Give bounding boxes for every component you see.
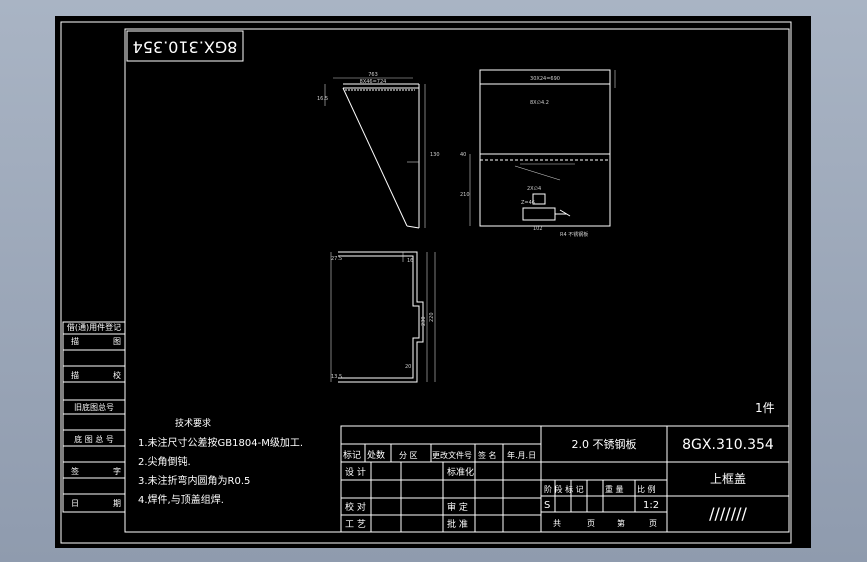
title-block: 标记 处数 分 区 更改文件号 签 名 年.月.日 设 计 标准化 校 对 审 …: [340, 425, 790, 533]
dim-side-note: R4 不锈钢板: [560, 231, 588, 238]
tb-sheets-unit: 页: [587, 519, 595, 528]
tb-part-name: 上框盖: [710, 472, 746, 486]
stamp-r6a: 签: [71, 466, 79, 476]
tb-h1: 标记: [343, 449, 361, 461]
tech-item-2: 2.尖角倒钝.: [138, 455, 191, 468]
dim-front-top: 8X46=724: [360, 79, 387, 85]
tb-scale: 1:2: [643, 500, 659, 511]
tb-stage: 阶 段 标 记: [544, 484, 584, 494]
dim-bottom-a: 16: [407, 258, 413, 264]
dim-detail-b: Z=46: [521, 200, 535, 206]
dim-bottom-c: 220: [429, 312, 435, 322]
tb-weight: 重 量: [605, 484, 624, 494]
tb-company: ///////: [709, 504, 747, 523]
dim-mid-h: 130: [430, 152, 440, 158]
outer-frame: [60, 21, 792, 544]
dim-side-h2: 210: [460, 192, 470, 198]
tech-requirements: 技术要求 1.未注尺寸公差按GB1804-M级加工. 2.尖角倒钝. 3.未注折…: [138, 417, 303, 506]
dim-bottom-b: 230: [421, 316, 427, 326]
dim-side-hole: 8X∅4.2: [530, 100, 549, 106]
stamp-r3b: 校: [113, 370, 121, 380]
tb-material: 2.0 不锈钢板: [572, 437, 637, 451]
bottom-view: 16 230 220 20 13.5 27.5: [330, 251, 436, 383]
stamp-r3a: 描: [71, 370, 79, 380]
tb-standard: 标准化: [447, 466, 474, 478]
tech-item-4: 4.焊件,与顶盖组焊.: [138, 493, 224, 506]
cad-drawing: 8GX.310.354 借(通)用件登记 描 图 描 校 旧底图总号 底 图 总…: [60, 21, 792, 544]
tb-sheets-total: 共: [553, 519, 561, 528]
dim-bottom-d: 20: [405, 364, 411, 370]
stamp-r7b: 期: [113, 499, 121, 508]
rotated-number-box: [126, 30, 244, 62]
tb-approve: 批 准: [447, 518, 468, 530]
dim-side-top: 30X24=690: [530, 76, 560, 82]
side-view: 30X24=690 8X∅4.2 40 210 2X∅4 Z=46 102 R4…: [460, 69, 616, 238]
stamp-r2a: 描: [71, 336, 79, 346]
tb-scale-label: 比 例: [637, 484, 656, 494]
stamp-r4: 旧底图总号: [74, 402, 114, 412]
tb-drawing-number: 8GX.310.354: [682, 437, 774, 453]
dim-left-h: 16.5: [317, 96, 328, 102]
tb-sheet-no: 第: [617, 518, 625, 528]
tb-check: 校 对: [345, 501, 366, 513]
dim-detail-a: 2X∅4: [527, 186, 541, 192]
stamp-r6b: 字: [113, 466, 121, 476]
tech-item-1: 1.未注尺寸公差按GB1804-M级加工.: [138, 436, 303, 449]
dim-bottom-e: 13.5: [331, 374, 342, 380]
quantity: 1件: [755, 401, 775, 415]
tb-process: 工 艺: [345, 519, 366, 530]
front-view: 763 8X46=724 130 16.5: [317, 72, 440, 229]
tb-audit: 审 定: [447, 501, 468, 513]
tb-h6: 年.月.日: [507, 450, 536, 460]
tb-design: 设 计: [345, 466, 366, 478]
dim-bottom-f: 27.5: [331, 256, 342, 262]
tb-stage-mark: S: [544, 500, 550, 511]
dim-side-h1: 40: [460, 152, 466, 158]
tb-sheet-unit: 页: [649, 519, 657, 528]
stamp-r2b: 图: [113, 337, 121, 346]
dim-front-total: 763: [368, 72, 378, 78]
tech-item-3: 3.未注折弯内圆角为R0.5: [138, 474, 250, 487]
tech-title: 技术要求: [175, 417, 211, 429]
dim-detail-c: 102: [533, 226, 543, 232]
drawing-sheet: 8GX.310.354 借(通)用件登记 描 图 描 校 旧底图总号 底 图 总…: [55, 16, 811, 548]
stamp-r1: 借(通)用件登记: [67, 322, 121, 332]
stamp-r7a: 日: [71, 499, 79, 508]
rotated-drawing-number: 8GX.310.354: [133, 38, 238, 57]
stamp-r5: 底 图 总 号: [74, 434, 114, 444]
tb-h3: 分 区: [399, 451, 418, 460]
tb-h2: 处数: [367, 449, 385, 461]
tb-h4: 更改文件号: [432, 450, 472, 460]
left-stamp-table: 借(通)用件登记 描 图 描 校 旧底图总号 底 图 总 号 签 字 日 期: [62, 321, 126, 513]
tb-h5: 签 名: [478, 450, 497, 460]
